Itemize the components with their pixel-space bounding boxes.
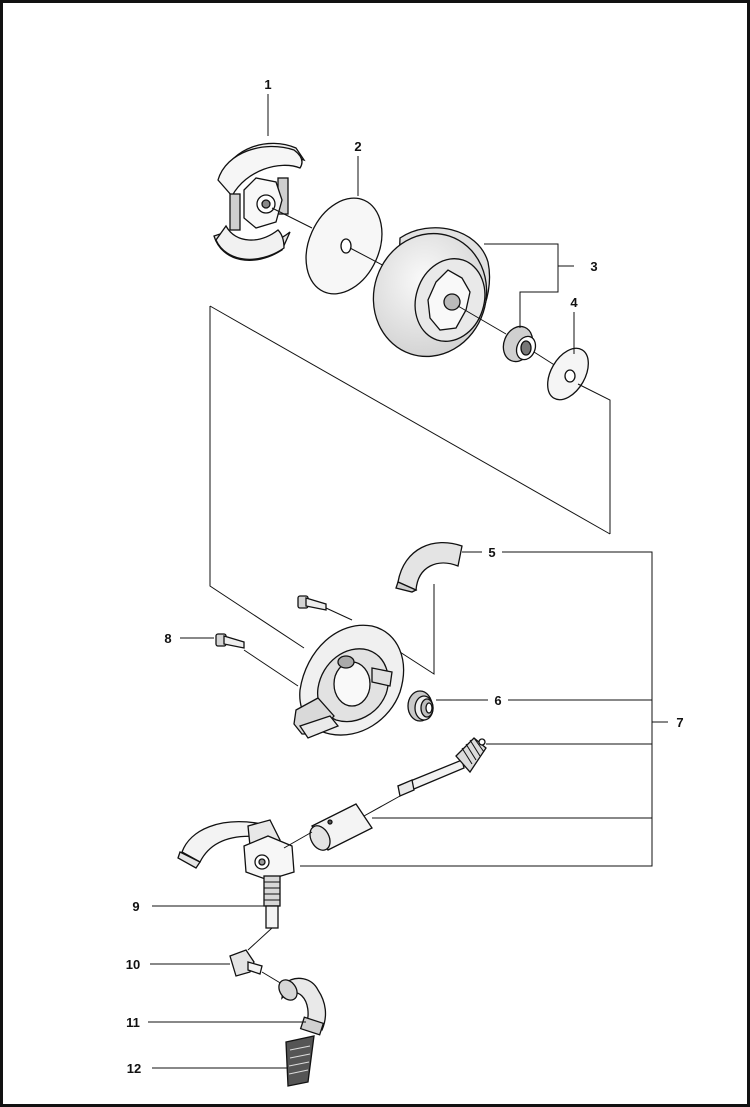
screw-8 <box>215 633 245 649</box>
screw <box>297 595 327 611</box>
needle-bearing <box>502 325 537 363</box>
worm-gear-shaft <box>397 737 487 797</box>
callout-11: 11 <box>126 1015 140 1030</box>
callout-1: 1 <box>264 77 271 92</box>
gear-teeth <box>461 737 485 765</box>
pump-piston <box>309 803 373 851</box>
leader-line <box>457 305 507 335</box>
callout-3: 3 <box>590 259 597 274</box>
leader-line <box>209 305 611 535</box>
callout-12: 12 <box>127 1061 141 1076</box>
leader-line <box>271 207 313 229</box>
spring <box>407 690 434 722</box>
leader-line <box>484 243 574 267</box>
clutch-drum <box>372 227 491 358</box>
washer-disc <box>305 197 383 295</box>
leader-line <box>243 649 299 687</box>
callout-6: 6 <box>494 693 501 708</box>
clutch-assembly <box>213 142 306 261</box>
leader-line <box>533 351 557 367</box>
callout-8: 8 <box>164 631 171 646</box>
leader-line <box>247 927 273 951</box>
pad-segment <box>395 541 463 593</box>
elbow-fitting <box>229 949 263 977</box>
leader-line <box>300 551 653 867</box>
callout-5: 5 <box>488 545 495 560</box>
callout-10: 10 <box>126 957 140 972</box>
leader-line <box>363 795 401 817</box>
callout-4: 4 <box>570 295 578 310</box>
callout-2: 2 <box>354 139 361 154</box>
callout-7: 7 <box>676 715 683 730</box>
small-washer <box>547 347 589 401</box>
callout-9: 9 <box>132 899 139 914</box>
oil-hose <box>278 977 327 1036</box>
oil-adjuster-lever <box>177 819 295 881</box>
leader-line <box>519 266 559 328</box>
oil-pump-housing <box>293 624 405 739</box>
adjuster-screw <box>263 875 281 929</box>
leader-line <box>283 831 313 849</box>
leader-line <box>325 607 353 621</box>
oil-filter <box>285 1035 315 1087</box>
leader-line <box>261 971 283 985</box>
leader-line <box>577 383 611 534</box>
leader-line <box>209 306 305 649</box>
